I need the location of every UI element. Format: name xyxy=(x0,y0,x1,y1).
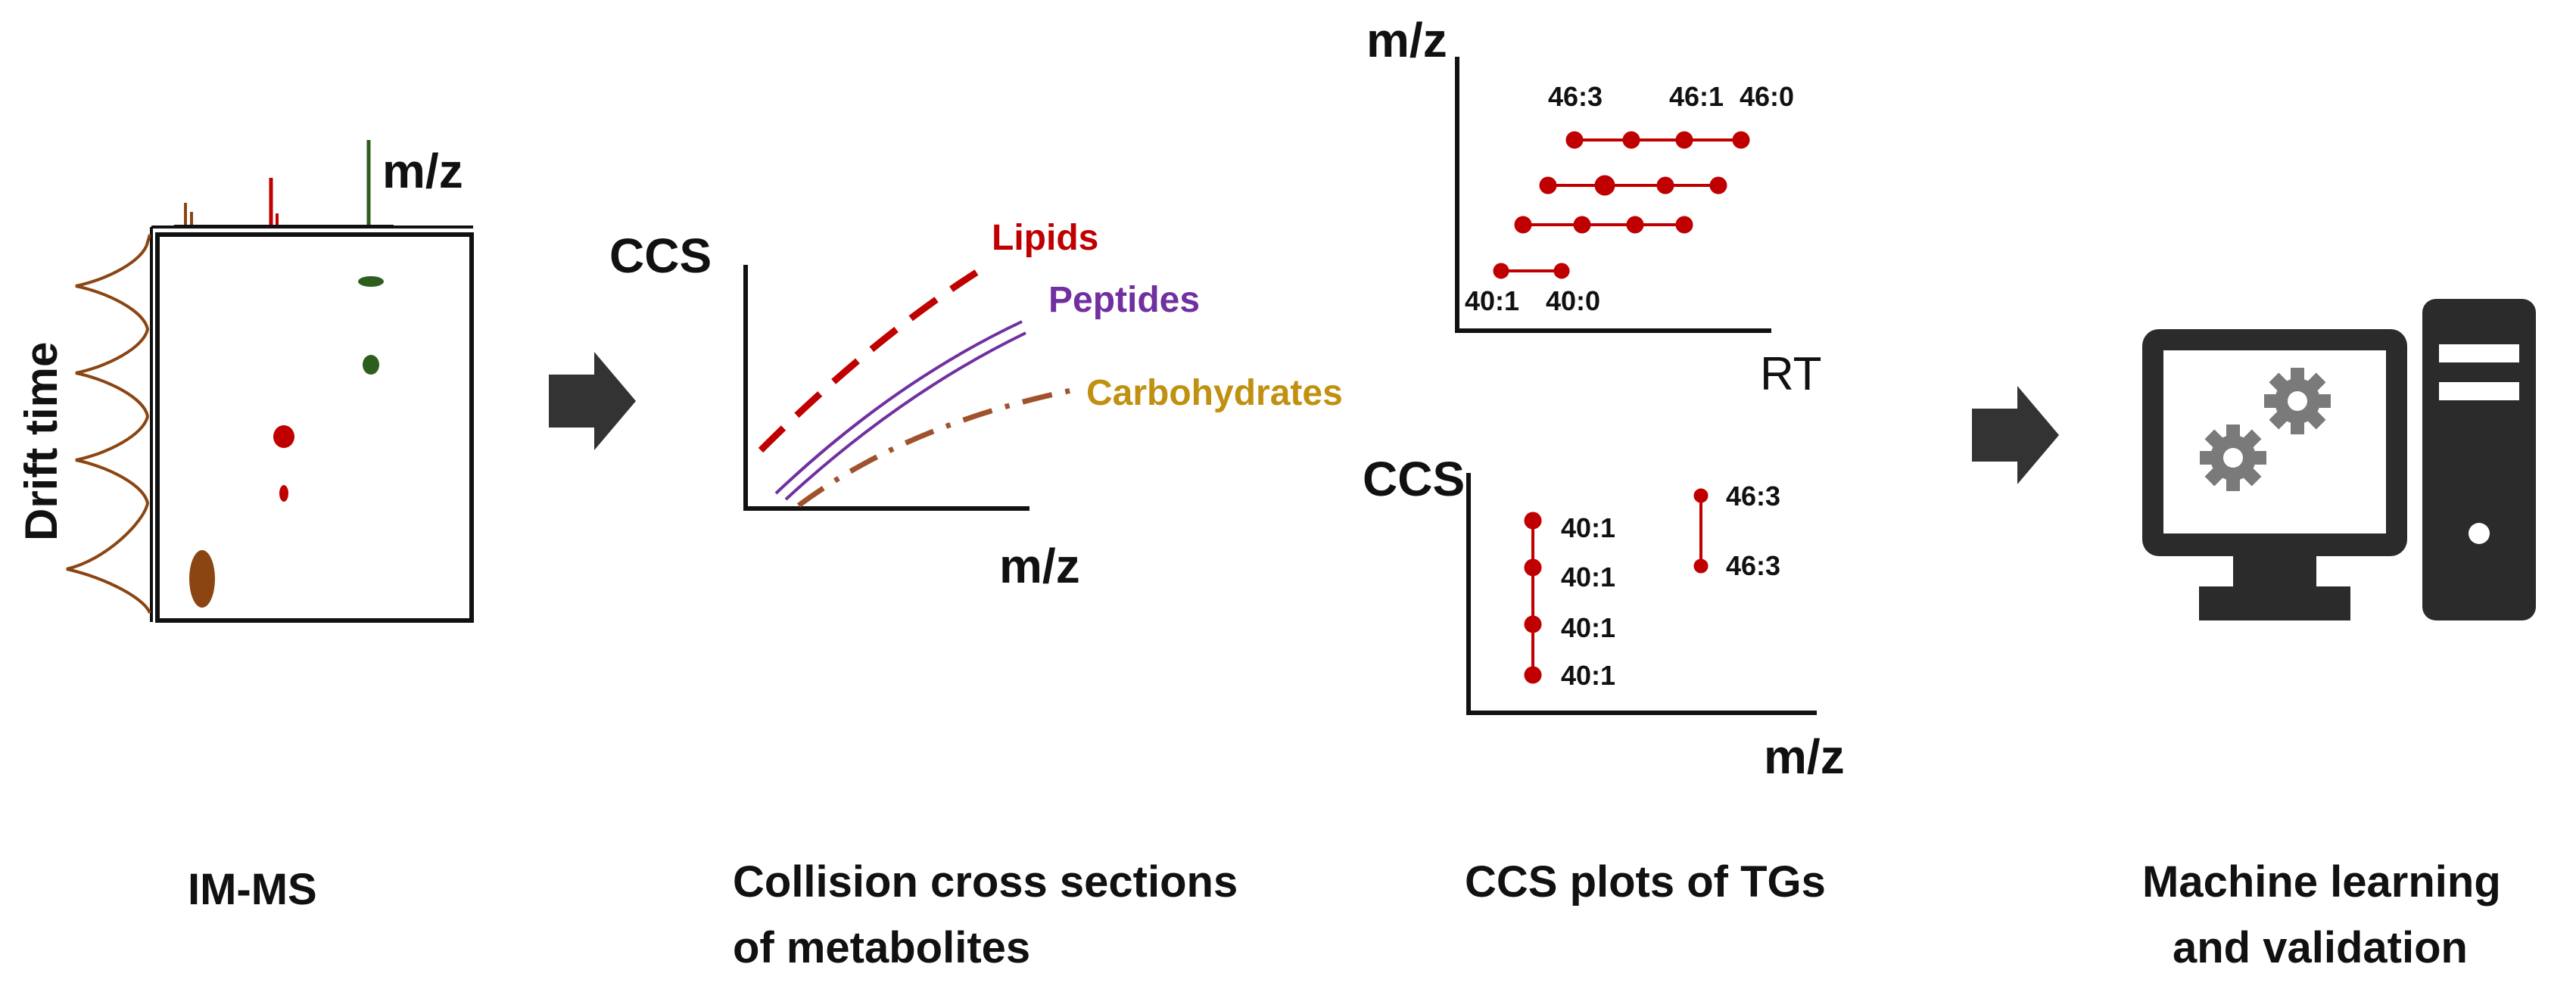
tg-bottom-left-label-2: 40:1 xyxy=(1561,561,1615,592)
imms-spot-green-2 xyxy=(363,355,379,375)
arrow-right-icon-2 xyxy=(1972,386,2059,484)
tg-bottom-left-label-3: 40:1 xyxy=(1561,612,1615,643)
tg-bottom-right-series xyxy=(1693,488,1709,574)
tg-top-row-1 xyxy=(1565,131,1750,149)
imms-panel: m/z Drift time IM-MS xyxy=(16,140,474,914)
imms-caption: IM-MS xyxy=(188,865,317,914)
tg-bottom-y-label: CCS xyxy=(1363,452,1465,506)
computer-monitor-icon xyxy=(2142,329,2407,620)
tg-bottom-right-label-1: 46:3 xyxy=(1726,481,1780,512)
legend-carbohydrates: Carbohydrates xyxy=(1086,373,1343,413)
ccs-caption-line1: Collision cross sections xyxy=(733,857,1238,907)
imms-plot-frame xyxy=(155,232,474,623)
legend-lipids: Lipids xyxy=(992,218,1098,258)
imms-drift-trace xyxy=(66,234,151,614)
gear-icon-2 xyxy=(2200,425,2266,491)
tg-bottom-right-label-2: 46:3 xyxy=(1726,550,1780,581)
ccs-metabolites-panel: CCS m/z Lipids Peptides Carbohydrates Co… xyxy=(609,218,1343,972)
series-carbohydrates-curve xyxy=(796,387,1076,508)
tg-label-40-0: 40:0 xyxy=(1546,285,1600,316)
tg-bottom-left-label-1: 40:1 xyxy=(1561,512,1615,543)
tg-top-plot: m/z RT 46:3 46:1 46:0 40:1 40:0 xyxy=(1366,13,1822,400)
legend-peptides: Peptides xyxy=(1048,280,1200,320)
tg-bottom-left-series xyxy=(1524,512,1542,684)
series-lipids-curve xyxy=(758,269,979,453)
ccs-x-label: m/z xyxy=(999,539,1080,593)
ccs-y-label: CCS xyxy=(609,229,712,283)
tg-label-46-1: 46:1 xyxy=(1669,81,1724,112)
tg-label-46-0: 46:0 xyxy=(1740,81,1794,112)
tg-bottom-left-label-4: 40:1 xyxy=(1561,660,1615,691)
series-peptides-curve-1 xyxy=(774,320,1023,495)
tg-top-row-3 xyxy=(1514,216,1693,234)
imms-spot-brown xyxy=(189,550,215,608)
tg-top-row-4 xyxy=(1493,263,1570,279)
imms-spot-red-2 xyxy=(279,485,288,502)
tg-bottom-x-label: m/z xyxy=(1764,729,1845,784)
series-peptides-curve-2 xyxy=(784,331,1026,501)
tg-plots-panel: m/z RT 46:3 46:1 46:0 40:1 40:0 CCS m/z … xyxy=(1363,13,1845,907)
ml-caption-line1: Machine learning xyxy=(2142,857,2501,907)
ccs-caption-line2: of metabolites xyxy=(733,923,1030,972)
arrow-right-icon xyxy=(549,352,636,450)
gear-icon xyxy=(2264,368,2331,434)
imms-spot-green-1 xyxy=(358,276,384,287)
tg-caption: CCS plots of TGs xyxy=(1465,857,1826,907)
ml-panel: Machine learning and validation xyxy=(2142,299,2536,972)
tg-top-x-label: RT xyxy=(1760,348,1822,400)
imms-spot-red-1 xyxy=(273,425,294,448)
tg-top-y-label: m/z xyxy=(1366,13,1447,67)
tg-label-46-3: 46:3 xyxy=(1548,81,1603,112)
ml-caption-line2: and validation xyxy=(2173,923,2468,972)
computer-tower-icon xyxy=(2422,299,2536,620)
tg-label-40-1: 40:1 xyxy=(1465,285,1519,316)
imms-y-label: Drift time xyxy=(16,342,67,541)
tg-bottom-plot: CCS m/z 40:1 40:1 40:1 40:1 46:3 46:3 xyxy=(1363,452,1845,784)
tg-top-row-2 xyxy=(1539,175,1727,196)
imms-x-label: m/z xyxy=(382,144,463,198)
